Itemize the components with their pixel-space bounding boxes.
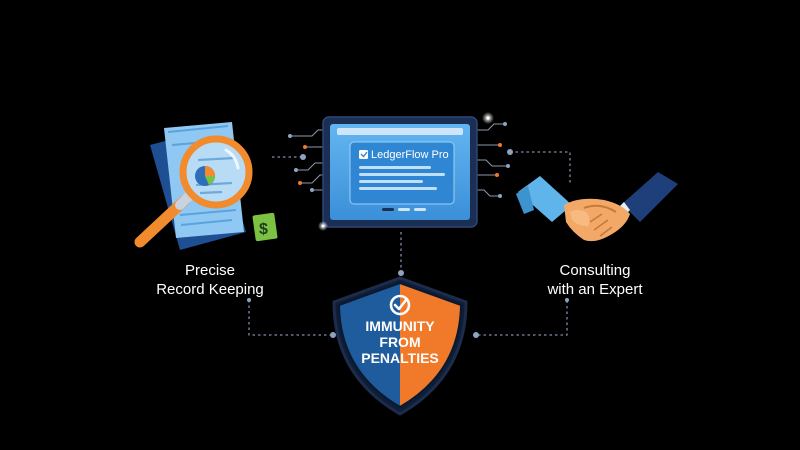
label-right-line-2: with an Expert <box>547 281 643 298</box>
handshake-icon <box>516 172 678 242</box>
ledger-logo-icon <box>359 150 368 159</box>
shield-line-3: PENALTIES <box>361 350 439 366</box>
immunity-shield: IMMUNITY FROM PENALTIES <box>332 276 468 416</box>
money-symbol: $ <box>259 221 268 238</box>
label-consulting-expert: Consulting with an Expert <box>520 261 670 299</box>
connector-left-to-shield <box>248 300 330 336</box>
connector-nodes <box>247 149 569 338</box>
connector-lines <box>248 151 571 336</box>
shield-line-2: FROM <box>379 334 420 350</box>
check-circle-icon <box>389 294 411 316</box>
label-right-line-1: Consulting <box>559 262 631 279</box>
connector-right-to-shield <box>478 300 568 336</box>
tablet-app-name: LedgerFlow Pro <box>371 149 449 161</box>
label-left-line-2: Record Keeping <box>156 281 264 298</box>
pie-chart-icon <box>195 166 215 186</box>
label-left-line-1: Precise <box>184 262 236 279</box>
shield-line-1: IMMUNITY <box>365 318 435 334</box>
magnifier-icon <box>134 135 253 248</box>
record-keeping-illustration: $ <box>134 122 278 250</box>
sparkle-icons <box>318 112 494 231</box>
label-precise-record-keeping: Precise Record Keeping <box>140 261 280 299</box>
money-badge-icon: $ <box>252 212 278 242</box>
tablet-device: LedgerFlow Pro <box>322 116 478 228</box>
